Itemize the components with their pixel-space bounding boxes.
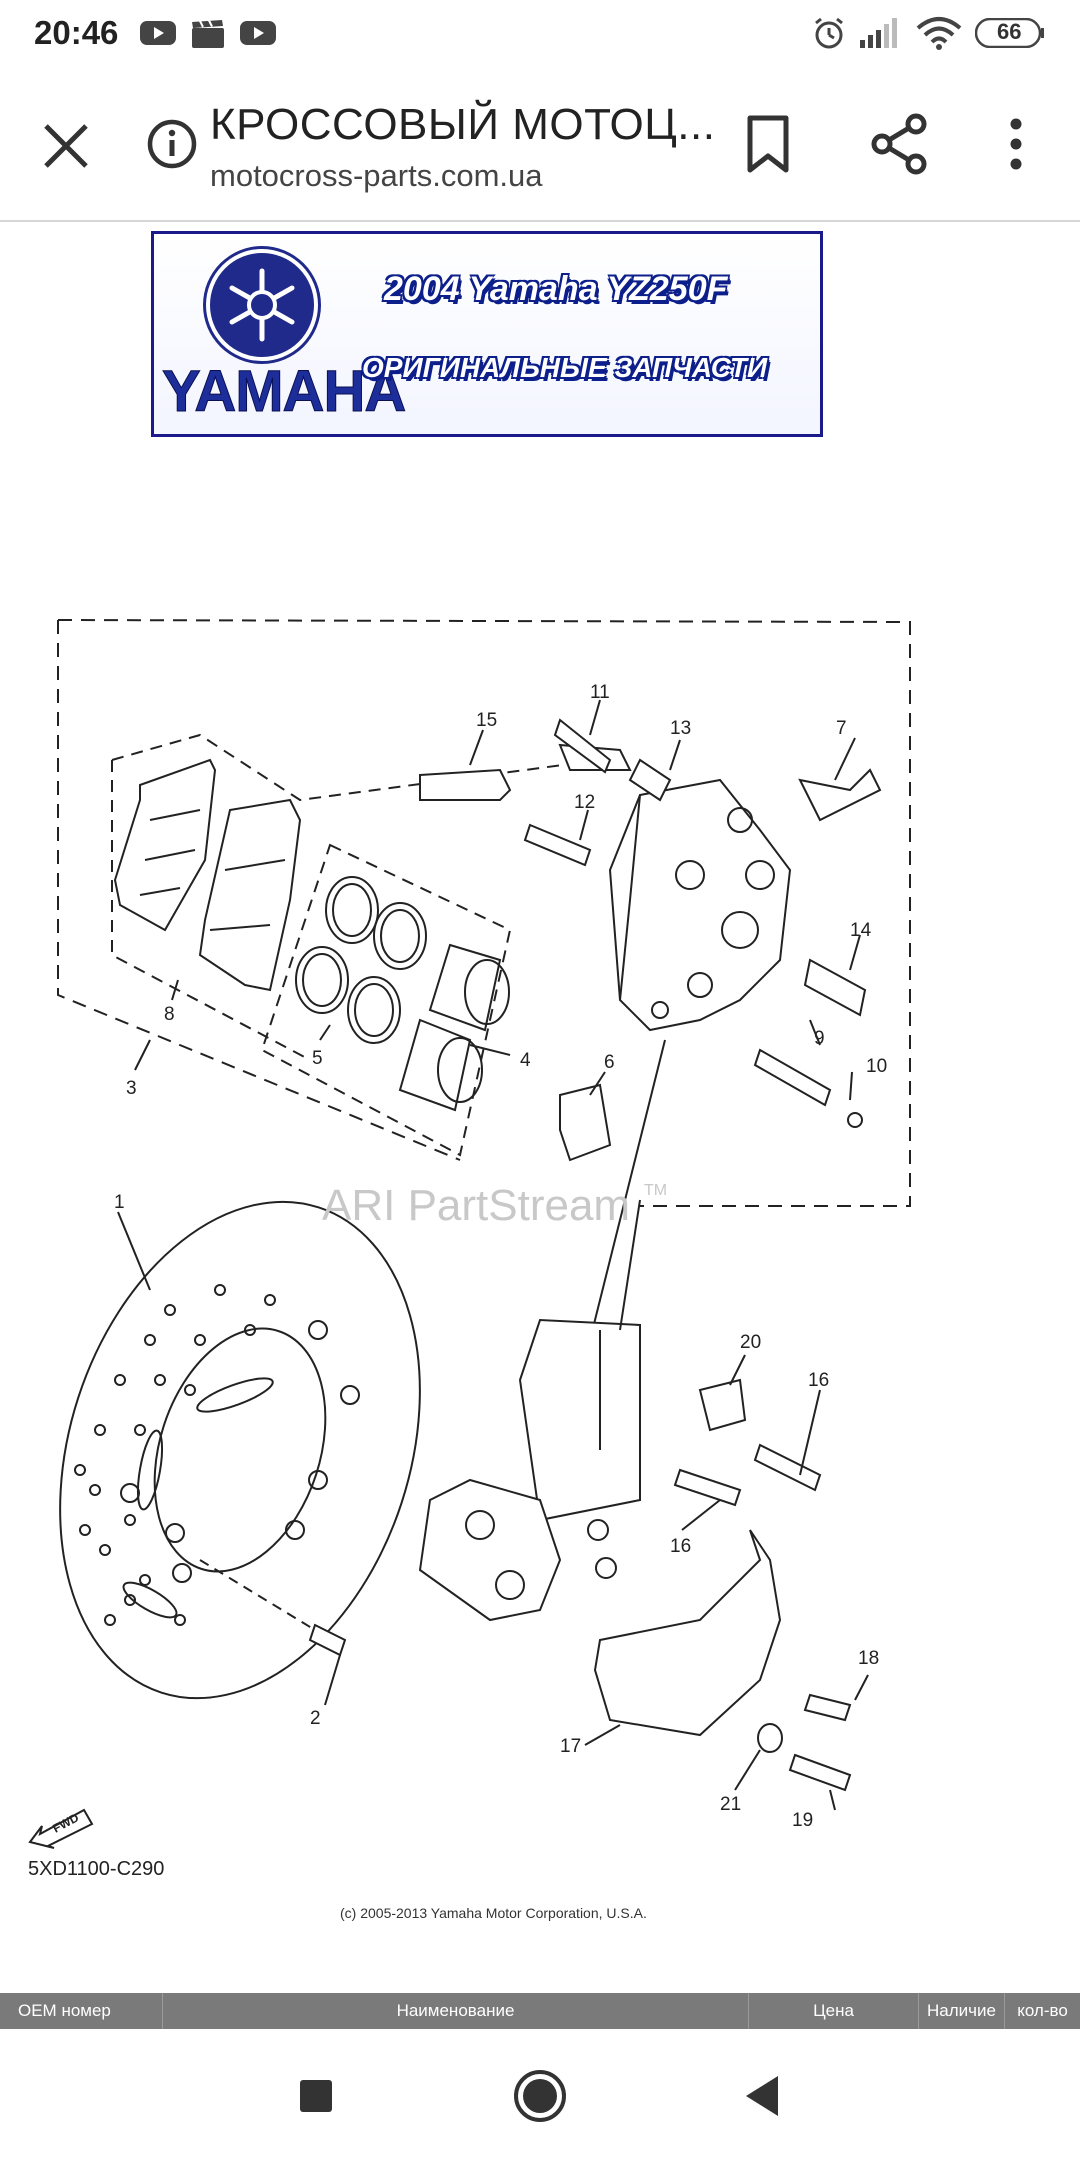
alarm-icon (812, 16, 846, 50)
signal-icon (860, 18, 904, 48)
home-circle-icon[interactable] (512, 2068, 568, 2129)
callout-label: 16 (808, 1370, 829, 1391)
recents-square-icon[interactable] (298, 2078, 334, 2119)
watermark-trademark: TM (644, 1182, 667, 1199)
wifi-icon (916, 16, 962, 50)
browser-toolbar: КРОССОВЫЙ МОТОЦ... motocross-parts.com.u… (0, 66, 1080, 222)
callout-label: 6 (604, 1052, 615, 1073)
callout-label: 21 (720, 1794, 741, 1815)
assembly-dashed-box (57, 619, 911, 1207)
callout-label: 15 (476, 710, 497, 731)
more-vertical-icon[interactable] (996, 110, 1036, 178)
parts-table-header: OEM номер Наименование Цена Наличие кол-… (0, 1993, 1080, 2029)
callout-label: 16 (670, 1536, 691, 1557)
info-icon[interactable] (146, 118, 198, 170)
yamaha-banner: YAMAHA 2004 Yamaha YZ250F ОРИГИНАЛЬНЫЕ З… (151, 231, 823, 437)
column-price[interactable]: Цена (749, 1993, 919, 2029)
diagram-part-code: 5XD1100-C290 (28, 1858, 165, 1880)
callout-label: 13 (670, 718, 691, 739)
column-quantity[interactable]: кол-во (1017, 2001, 1068, 2020)
callout-label: 3 (126, 1078, 137, 1099)
share-icon[interactable] (866, 110, 934, 178)
callout-label: 5 (312, 1048, 323, 1069)
status-bar: 20:46 66 (0, 0, 1080, 66)
system-navigation-bar (0, 2030, 1080, 2160)
yamaha-tuning-fork-logo-icon (206, 249, 318, 361)
status-time: 20:46 (34, 14, 119, 51)
banner-subtitle: ОРИГИНАЛЬНЫЕ ЗАПЧАСТИ (362, 352, 768, 383)
clapperboard-notification-icon (192, 20, 224, 48)
fwd-arrow-icon: FWD (26, 1790, 96, 1850)
callout-label: 12 (574, 792, 595, 813)
callout-label: 4 (520, 1050, 531, 1071)
parts-diagram: ARI PartStream TM 1 2 3 4 5 6 7 8 9 10 1… (0, 590, 1080, 1940)
callout-label: 17 (560, 1736, 581, 1757)
diagram-copyright: (c) 2005-2013 Yamaha Motor Corporation, … (340, 1905, 647, 1921)
callout-label: 14 (850, 920, 872, 941)
page-title: КРОССОВЫЙ МОТОЦ... (210, 100, 716, 149)
column-oem-number[interactable]: OEM номер (0, 1993, 163, 2029)
youtube-notification-icon (240, 20, 276, 46)
page-url[interactable]: motocross-parts.com.ua (210, 158, 543, 193)
callout-label: 20 (740, 1332, 761, 1353)
callout-label: 18 (858, 1648, 879, 1669)
back-triangle-icon[interactable] (742, 2074, 782, 2123)
banner-model: 2004 Yamaha YZ250F (384, 270, 728, 308)
callout-label: 10 (866, 1056, 887, 1077)
callout-label: 2 (310, 1708, 321, 1729)
callout-label: 8 (164, 1004, 175, 1025)
callout-label: 19 (792, 1810, 813, 1831)
watermark-text: ARI PartStream (322, 1181, 630, 1230)
callout-label: 1 (114, 1192, 125, 1213)
banner-brand: YAMAHA (161, 359, 406, 425)
battery-level: 66 (997, 19, 1022, 44)
callout-label: 9 (814, 1028, 825, 1049)
callout-label: 11 (590, 682, 610, 703)
column-name[interactable]: Наименование (163, 1993, 749, 2029)
column-availability[interactable]: Наличие (919, 1993, 1005, 2029)
callout-label: 7 (836, 718, 847, 739)
bookmark-icon[interactable] (738, 112, 798, 176)
battery-icon (975, 18, 1045, 48)
close-icon[interactable] (36, 116, 96, 176)
youtube-notification-icon (140, 20, 176, 46)
